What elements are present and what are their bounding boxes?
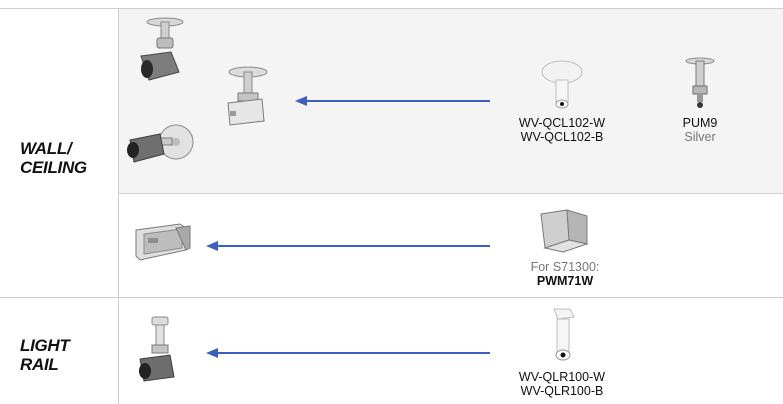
label-column-divider: [118, 8, 119, 404]
qlr100-model-black: WV-QLR100-B: [520, 384, 604, 398]
qcl102-ceiling-adapter-image: [541, 60, 583, 109]
qcl102-caption: WV-QCL102-W WV-QCL102-B: [497, 116, 627, 144]
compatibility-arrow-light-rail: [206, 348, 490, 358]
pwm71w-bracket-image: [540, 209, 589, 253]
table-top-border: [0, 8, 783, 9]
compatibility-arrow-wall-plate: [206, 241, 490, 251]
pum9-caption: PUM9 Silver: [660, 116, 740, 144]
ceiling-bracket-adapter-image: [227, 66, 268, 126]
qcl102-model-black: WV-QCL102-B: [520, 130, 604, 144]
pum9-pole-mount-image: [685, 57, 715, 108]
pum9-finish: Silver: [684, 130, 716, 144]
pwm71w-model: PWM71W: [536, 274, 594, 288]
arrow-head: [295, 96, 307, 106]
arrow-head: [206, 241, 218, 251]
pum9-model: PUM9: [682, 116, 718, 130]
light-rail-camera-image: [139, 316, 175, 382]
camera-ceiling-mount-image: [140, 17, 184, 81]
qlr100-caption: WV-QLR100-W WV-QLR100-B: [497, 370, 627, 398]
wall-plate-camera-image: [135, 223, 191, 261]
qlr100-light-rail-adapter-image: [553, 308, 575, 361]
qlr100-model-white: WV-QLR100-W: [518, 370, 606, 384]
section-divider: [0, 297, 783, 298]
camera-wall-mount-image: [127, 124, 194, 163]
arrow-shaft: [216, 352, 490, 354]
row-label-light-rail: LIGHT RAIL: [20, 336, 70, 374]
subrow-divider: [118, 193, 783, 194]
row-label-wall-ceiling: WALL/ CEILING: [20, 139, 87, 177]
qcl102-model-white: WV-QCL102-W: [518, 116, 606, 130]
compatibility-arrow-wall-ceiling: [295, 96, 490, 106]
pwm71w-caption: For S71300: PWM71W: [505, 260, 625, 288]
arrow-head: [206, 348, 218, 358]
pwm71w-compat-note: For S71300:: [530, 260, 600, 274]
arrow-shaft: [305, 100, 490, 102]
arrow-shaft: [216, 245, 490, 247]
